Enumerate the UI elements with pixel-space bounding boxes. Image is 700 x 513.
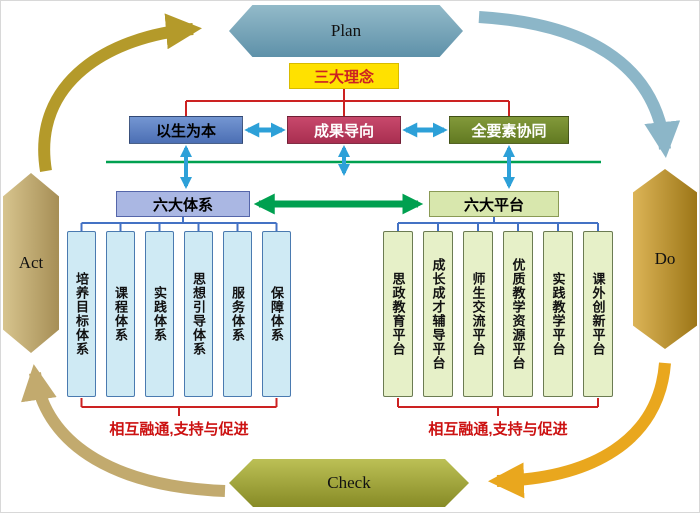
concept-outcome-oriented: 成果导向 [287, 116, 401, 144]
system-box-label: 保障体系 [269, 286, 284, 342]
platforms-footer-caption: 相互融通,支持与促进 [428, 421, 568, 438]
system-box-label: 实践体系 [152, 286, 167, 342]
system-box: 课程体系 [106, 231, 135, 397]
arrow-act-to-plan [38, 13, 202, 172]
platform-box: 优质教学资源平台 [503, 231, 533, 397]
concept-label: 全要素协同 [471, 122, 547, 140]
system-box-label: 服务体系 [230, 286, 245, 342]
do-label: Do [654, 249, 676, 268]
three-concepts-title: 三大理念 [289, 63, 399, 89]
platform-box: 课外创新平台 [583, 231, 613, 397]
concept-student-oriented: 以生为本 [129, 116, 243, 144]
system-box: 保障体系 [262, 231, 291, 397]
six-platforms-header-label: 六大平台 [463, 196, 524, 214]
system-box: 服务体系 [223, 231, 252, 397]
concept-label: 以生为本 [155, 122, 216, 140]
concept-label: 成果导向 [313, 122, 374, 140]
three-concepts-title-label: 三大理念 [313, 68, 374, 86]
platform-box-label: 优质教学资源平台 [510, 258, 526, 370]
system-box: 培养目标体系 [67, 231, 96, 397]
system-box: 实践体系 [145, 231, 174, 397]
tree-systems [80, 217, 278, 231]
tree-platforms [397, 217, 599, 231]
bracket-platforms [397, 398, 599, 416]
act-node: Act [3, 173, 59, 353]
platform-box: 实践教学平台 [543, 231, 573, 397]
concept-all-factor-synergy: 全要素协同 [449, 116, 569, 144]
bracket-systems [80, 398, 278, 416]
platform-box-label: 师生交流平台 [470, 272, 486, 356]
arrow-check-to-act [21, 364, 226, 497]
act-label: Act [18, 253, 44, 272]
systems-footer-caption: 相互融通,支持与促进 [109, 421, 249, 438]
system-box: 思想引导体系 [184, 231, 213, 397]
six-systems-header-label: 六大体系 [152, 196, 213, 214]
plan-node: Plan [229, 5, 463, 57]
platform-box-label: 成长成才辅导平台 [430, 258, 446, 370]
plan-label: Plan [330, 21, 362, 40]
system-box-label: 课程体系 [113, 286, 128, 342]
check-node: Check [229, 459, 469, 507]
platform-box-label: 实践教学平台 [550, 272, 566, 356]
do-node: Do [633, 169, 697, 349]
system-box-label: 培养目标体系 [74, 272, 89, 356]
check-label: Check [327, 473, 371, 492]
six-systems-header: 六大体系 [116, 191, 250, 217]
platform-box: 思政教育平台 [383, 231, 413, 397]
platform-box: 师生交流平台 [463, 231, 493, 397]
arrow-do-to-check [488, 362, 671, 499]
platform-box-label: 思政教育平台 [390, 272, 406, 356]
platform-box-label: 课外创新平台 [590, 272, 606, 356]
arrow-plan-to-do [478, 11, 681, 158]
six-platforms-header: 六大平台 [429, 191, 559, 217]
red-connector-concepts [185, 89, 510, 116]
system-box-label: 思想引导体系 [191, 272, 206, 356]
platform-box: 成长成才辅导平台 [423, 231, 453, 397]
